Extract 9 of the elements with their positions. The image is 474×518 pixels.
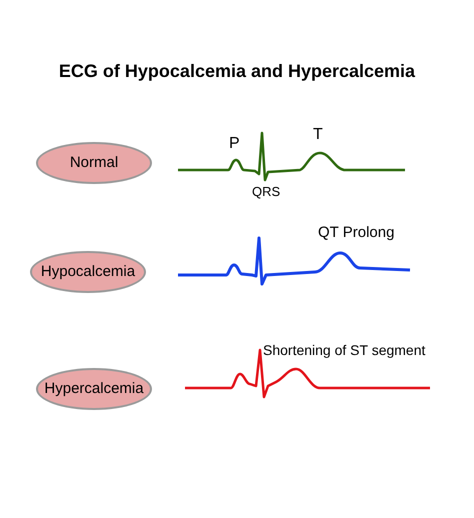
title: ECG of Hypocalcemia and Hypercalcemia: [58, 60, 416, 83]
wave-label: QT Prolong: [318, 223, 394, 243]
ellipse-label: Normal: [36, 142, 152, 184]
wave-label: QRS: [252, 183, 280, 201]
ellipse-label: Hypercalcemia: [36, 368, 152, 410]
wave-label: P: [229, 134, 240, 154]
wave-label: T: [313, 125, 323, 145]
wave-label: Shortening of ST segment: [263, 341, 426, 360]
ellipse-label: Hypocalcemia: [30, 251, 146, 293]
